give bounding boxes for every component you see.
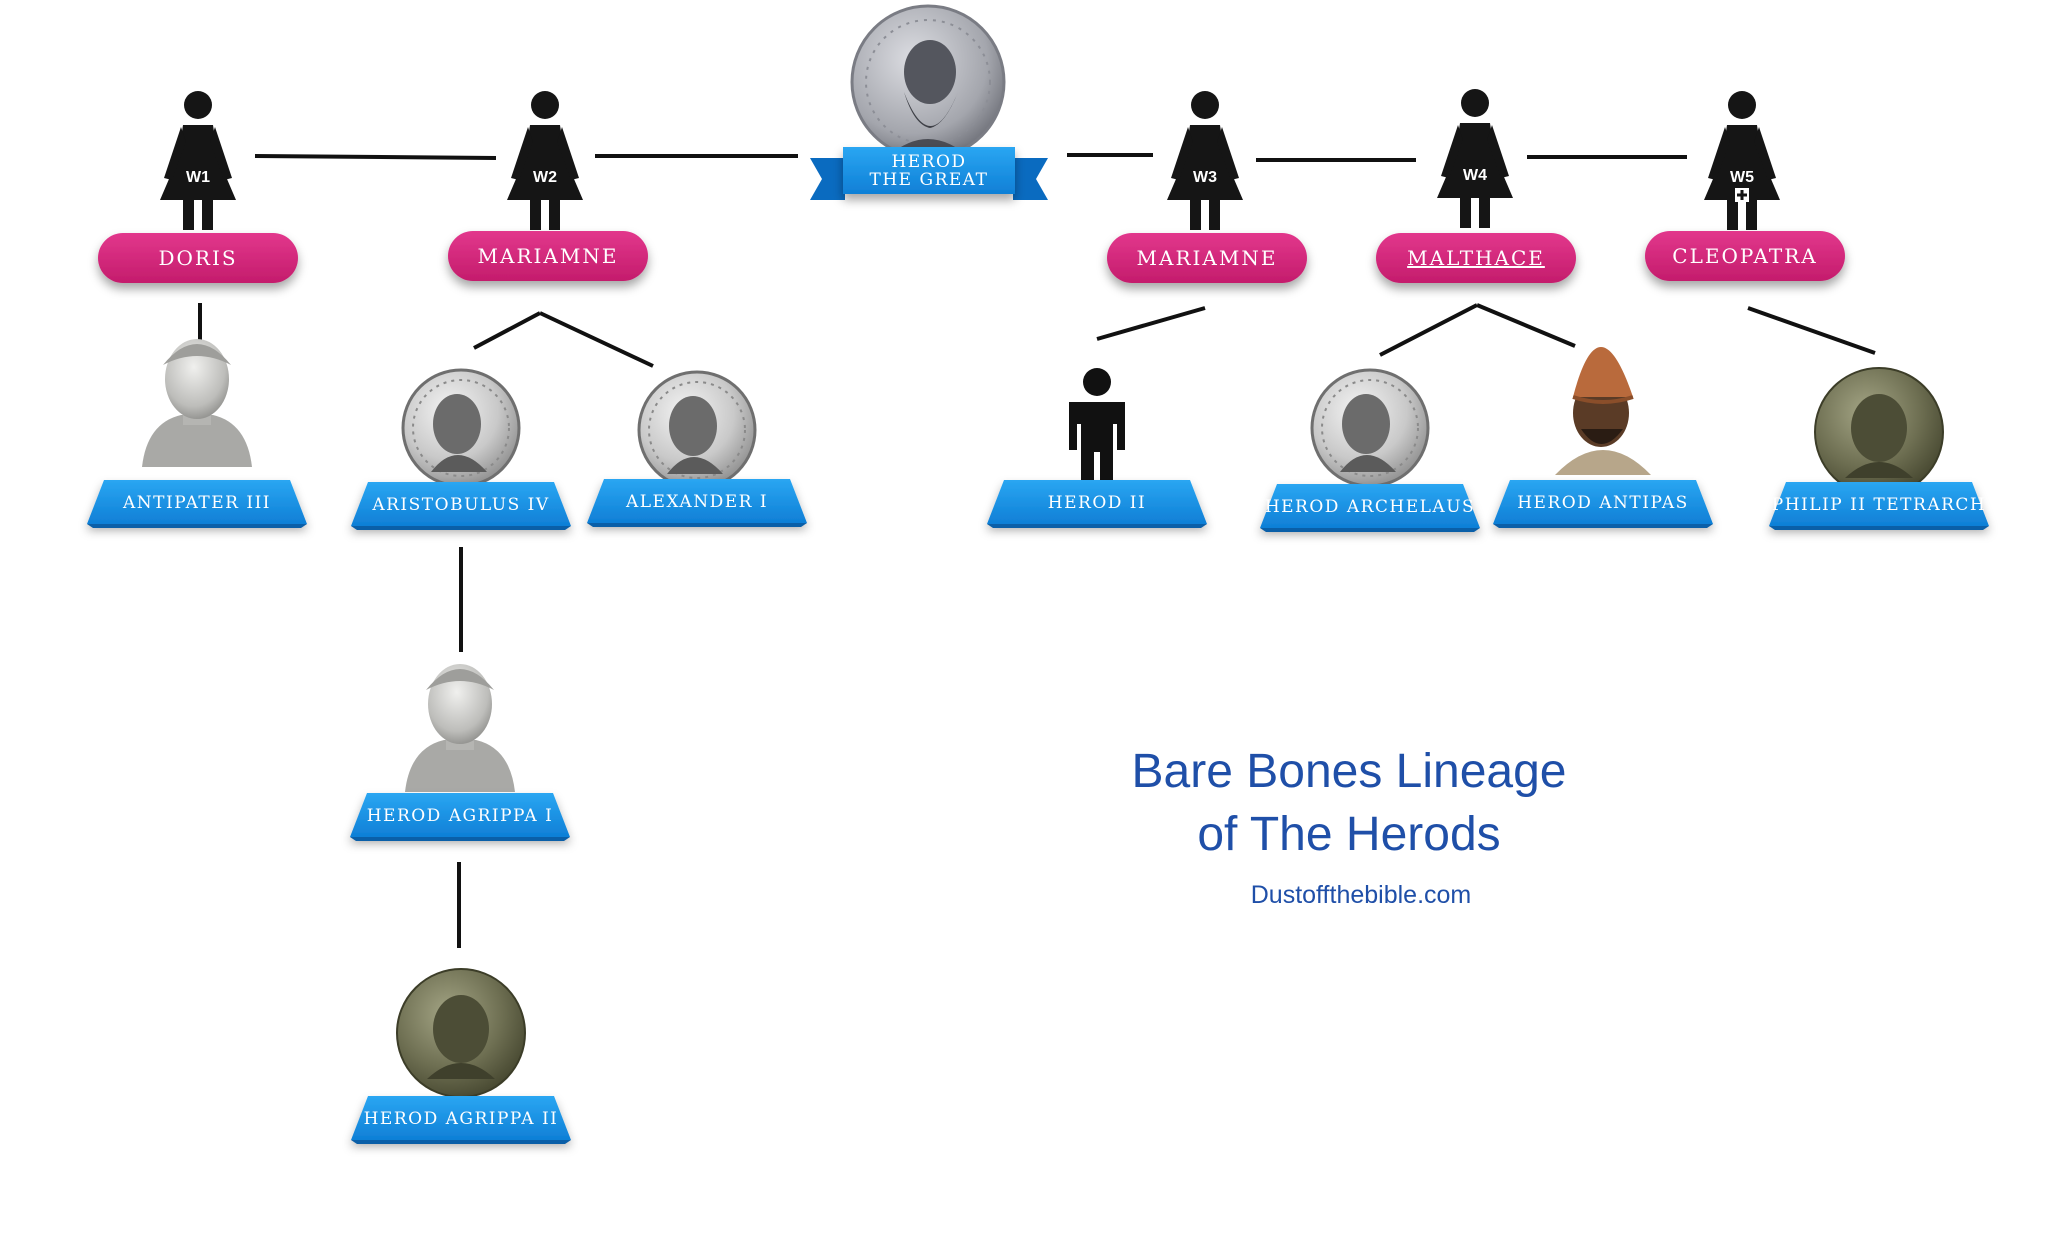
- descendant-herod-antipas: HEROD ANTIPAS: [1493, 347, 1713, 528]
- connector-malthace-antipas: [1476, 303, 1576, 348]
- descendant-name-label: HEROD ANTIPAS: [1517, 493, 1689, 513]
- site-credit: Dustoffthebible.com: [1251, 881, 1472, 909]
- wife-code-label: W2: [533, 169, 557, 186]
- connector-mariamne2-herod2: [1096, 306, 1206, 341]
- title-block: Bare Bones Lineage of The Herods Dustoff…: [1132, 745, 1567, 909]
- wife-name-pill: MALTHACE: [1376, 233, 1576, 283]
- descendant-herod-agrippa-ii: HEROD AGRIPPA II: [351, 968, 571, 1144]
- painted-portrait-icon: [1555, 347, 1651, 475]
- woman-figure-icon: [507, 91, 583, 230]
- wife-code-label: W3: [1193, 169, 1217, 186]
- silver-coin-icon: [1310, 368, 1430, 488]
- descendant-alexander-i: ALEXANDER I: [587, 370, 807, 527]
- name-ribbon: HEROD AGRIPPA II: [351, 1096, 571, 1144]
- descendant-name-label: HEROD AGRIPPA I: [367, 806, 554, 826]
- wife-name-label: MALTHACE: [1407, 246, 1545, 270]
- descendant-name-label: PHILIP II TETRARCH: [1772, 495, 1986, 515]
- connector-mariamne-aristobulus: [473, 311, 541, 350]
- descendant-herod-ii: HEROD II: [987, 368, 1207, 528]
- descendant-aristobulus-iv: ARISTOBULUS IV: [351, 368, 571, 530]
- woman-figure-icon: [1437, 89, 1513, 228]
- descendant-herod-archelaus: HEROD ARCHELAUS: [1260, 368, 1480, 532]
- wife-name-pill: CLEOPATRA: [1645, 231, 1845, 281]
- name-ribbon: ARISTOBULUS IV: [351, 482, 571, 530]
- descendant-name-label: HEROD II: [1048, 493, 1146, 513]
- descendant-philip-ii-tetrarch: PHILIP II TETRARCH: [1769, 367, 1989, 530]
- name-ribbon: HEROD ANTIPAS: [1493, 480, 1713, 528]
- descendant-name-label: ANTIPATER III: [122, 493, 271, 513]
- lineage-connectors: [198, 153, 1876, 948]
- herod-name-line2: THE GREAT: [870, 170, 989, 190]
- wife-name-pill: MARIAMNE: [448, 231, 648, 281]
- wife-name-label: CLEOPATRA: [1672, 244, 1817, 268]
- wives-layer: W1DORISW2MARIAMNEW3MARIAMNEW4MALTHACEW5C…: [98, 89, 1845, 283]
- silver-coin-icon: [401, 368, 521, 488]
- herod-ribbon: HEROD THE GREAT: [810, 147, 1048, 200]
- marble-bust-icon: [405, 664, 515, 792]
- cross-icon: [1735, 188, 1749, 202]
- wife-code-label: W1: [186, 169, 210, 186]
- silver-coin-icon: [637, 370, 757, 490]
- woman-figure-icon: [1167, 91, 1243, 230]
- wife-code-label: W5: [1730, 169, 1754, 186]
- bronze-coin-icon: [396, 968, 526, 1098]
- name-ribbon: HEROD ARCHELAUS: [1260, 484, 1480, 532]
- woman-figure-icon: [1704, 91, 1780, 230]
- herod-the-great-node: HEROD THE GREAT: [810, 4, 1048, 200]
- bronze-coin-icon: [1814, 367, 1944, 497]
- name-ribbon: HEROD II: [987, 480, 1207, 528]
- name-ribbon: PHILIP II TETRARCH: [1769, 482, 1989, 530]
- descendant-name-label: ARISTOBULUS IV: [371, 495, 549, 515]
- descendant-herod-agrippa-i: HEROD AGRIPPA I: [350, 664, 570, 841]
- wife-name-label: MARIAMNE: [1137, 246, 1278, 270]
- marble-bust-icon: [142, 339, 252, 467]
- wife-name-label: MARIAMNE: [478, 244, 619, 268]
- herod-coin-portrait: [850, 4, 1006, 160]
- descendant-name-label: HEROD ARCHELAUS: [1265, 497, 1475, 517]
- wife-name-label: DORIS: [158, 246, 237, 270]
- name-ribbon: ALEXANDER I: [587, 479, 807, 527]
- name-ribbon: ANTIPATER III: [87, 480, 307, 528]
- name-ribbon: HEROD AGRIPPA I: [350, 793, 570, 841]
- descendant-antipater-iii: ANTIPATER III: [87, 339, 307, 528]
- connector-mariamne-alexander: [539, 311, 654, 368]
- connector-malthace-archelaus: [1379, 303, 1478, 357]
- connector-cleopatra-philip: [1747, 306, 1876, 355]
- wife-name-pill: DORIS: [98, 233, 298, 283]
- connector-w1-w2: [254, 154, 497, 160]
- title-line-1: Bare Bones Lineage: [1132, 745, 1567, 798]
- person-silhouette-icon: [1069, 368, 1125, 494]
- title-line-2: of The Herods: [1197, 808, 1500, 861]
- woman-figure-icon: [160, 91, 236, 230]
- descendant-name-label: HEROD AGRIPPA II: [364, 1109, 559, 1129]
- descendants-layer: ANTIPATER III ARISTOBULUS IV ALEXANDER I HE…: [87, 339, 1989, 1144]
- wife-name-pill: MARIAMNE: [1107, 233, 1307, 283]
- herod-name-line1: HEROD: [891, 152, 966, 172]
- descendant-name-label: ALEXANDER I: [625, 492, 768, 512]
- wife-code-label: W4: [1463, 167, 1487, 184]
